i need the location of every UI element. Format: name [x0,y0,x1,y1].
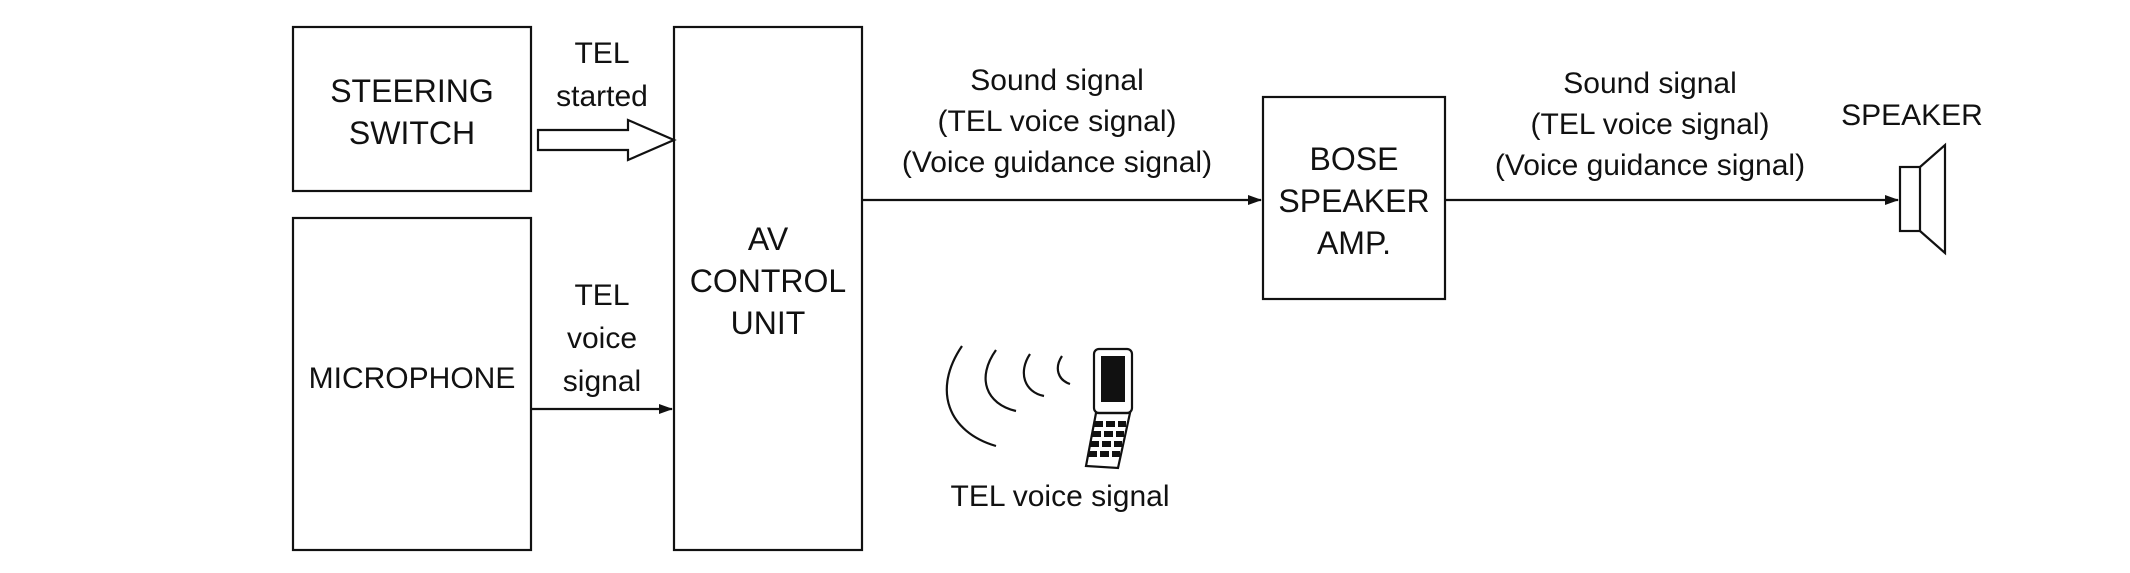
speaker-icon [1898,142,1947,256]
sound-signal-2-line3: (Voice guidance signal) [1495,149,1805,182]
steering-switch-block: STEERING SWITCH [291,25,533,193]
mic-voice-label-line3: signal [563,365,641,398]
speaker-block: SPEAKER [1841,99,1983,256]
microphone-box [291,216,533,552]
bose-amp-box [1261,95,1447,301]
av-control-unit-label-line3: UNIT [731,305,806,341]
mobile-phone-icon [1084,347,1134,470]
av-control-unit-label-line2: CONTROL [690,263,846,299]
bose-amp-label-line3: AMP. [1317,225,1391,261]
bose-amp-block: BOSE SPEAKER AMP. [1261,95,1447,301]
phone-voice-signal-label: TEL voice signal [951,480,1170,513]
microphone-block: MICROPHONE [291,216,533,552]
sound-signal-1: Sound signal (TEL voice signal) (Voice g… [862,64,1262,205]
sound-signal-2: Sound signal (TEL voice signal) (Voice g… [1445,67,1899,205]
sound-signal-2-line2: (TEL voice signal) [1531,108,1770,141]
steering-switch-box [291,25,533,193]
tel-started-label-line1: TEL [574,37,629,70]
sound-signal-1-line1: Sound signal [970,64,1143,97]
microphone-label: MICROPHONE [309,362,516,395]
sound-signal-1-line2: (TEL voice signal) [938,105,1177,138]
bose-amp-label-line2: SPEAKER [1278,183,1429,219]
av-control-unit-block: AV CONTROL UNIT [672,25,864,552]
tel-started-label-line2: started [556,80,648,113]
steering-switch-label-line1: STEERING [330,73,494,109]
bose-amp-label-line1: BOSE [1310,141,1399,177]
mic-voice-label-line1: TEL [574,279,629,312]
mic-voice-label-line2: voice [567,322,637,355]
av-control-unit-label-line1: AV [748,221,789,257]
mic-voice-signal: TEL voice signal [531,279,673,414]
speaker-label: SPEAKER [1841,99,1983,132]
av-control-unit-box [672,25,864,552]
sound-signal-2-line1: Sound signal [1563,67,1736,100]
tel-started-signal: TEL started [536,37,677,162]
hollow-arrow-icon [536,118,677,162]
sound-signal-1-line3: (Voice guidance signal) [902,146,1212,179]
steering-switch-label-line2: SWITCH [349,115,475,151]
wireless-waves-icon [945,345,1071,448]
